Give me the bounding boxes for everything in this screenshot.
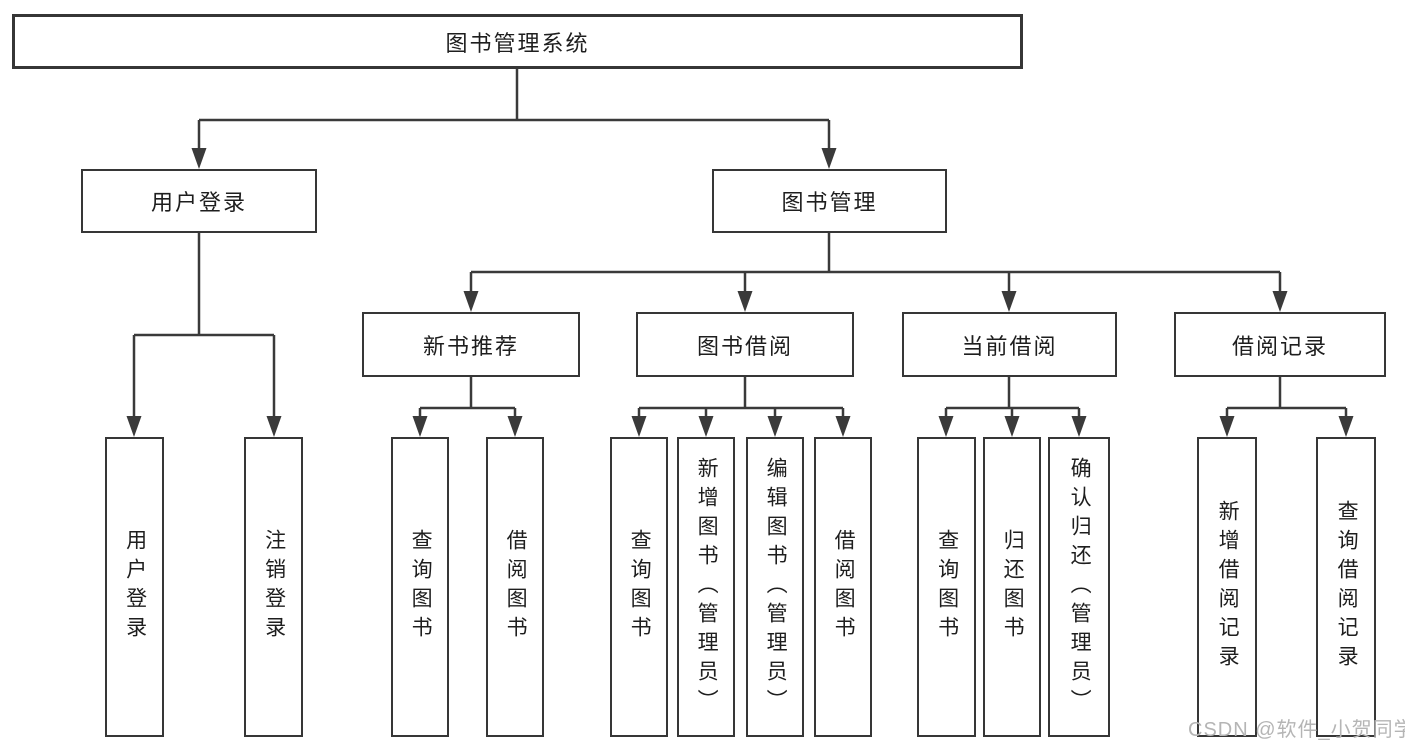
leaf-recommend-borrow-books: 借阅图书 [486, 437, 544, 737]
leaf-current-query-books: 查询图书 [917, 437, 976, 737]
arrowhead-icons [126, 148, 1354, 437]
leaf-records-query-record: 查询借阅记录 [1316, 437, 1376, 737]
leaf-borrowing-borrow-books: 借阅图书 [814, 437, 872, 737]
leaf-borrowing-edit-books-admin: 编辑图书（管理员） [746, 437, 804, 737]
leaf-logout: 注销登录 [244, 437, 303, 737]
node-new-book-recommend: 新书推荐 [362, 312, 580, 377]
node-borrowing-records: 借阅记录 [1174, 312, 1386, 377]
leaf-records-add-record: 新增借阅记录 [1197, 437, 1257, 737]
leaf-recommend-query-books: 查询图书 [391, 437, 449, 737]
leaf-borrowing-add-books-admin: 新增图书（管理员） [677, 437, 735, 737]
leaf-user-login: 用户登录 [105, 437, 164, 737]
node-user-login: 用户登录 [81, 169, 317, 233]
node-book-management: 图书管理 [712, 169, 947, 233]
node-book-borrowing: 图书借阅 [636, 312, 854, 377]
node-library-system: 图书管理系统 [12, 14, 1023, 69]
csdn-watermark: CSDN @软件_小贺同学 [1188, 719, 1405, 741]
leaf-current-confirm-return-admin: 确认归还（管理员） [1048, 437, 1110, 737]
node-current-borrowing: 当前借阅 [902, 312, 1117, 377]
leaf-borrowing-query-books: 查询图书 [610, 437, 668, 737]
leaf-current-return-books: 归还图书 [983, 437, 1041, 737]
